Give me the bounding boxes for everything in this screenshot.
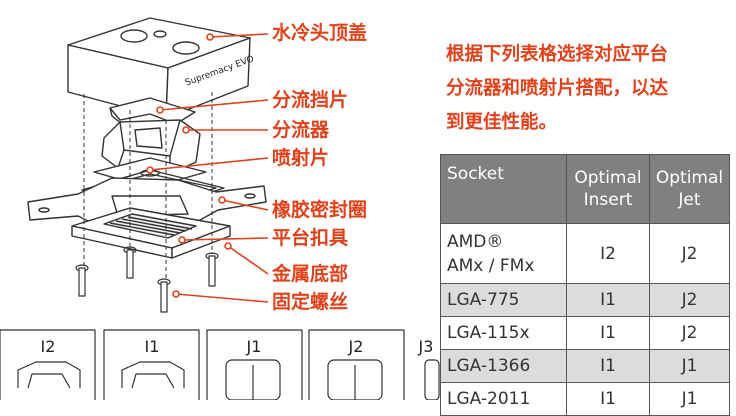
cell-jet: J1 [649, 349, 730, 383]
callout-oring: 橡胶密封圈 [272, 199, 368, 221]
thumb-label: I2 [41, 337, 56, 356]
leader-lines [146, 33, 269, 303]
cell-socket: LGA-1366 [440, 349, 567, 383]
diagram-root: Supremacy EVO [0, 17, 736, 416]
thumb-label: J2 [348, 337, 364, 356]
cell-jet: J2 [649, 316, 730, 350]
thumb-label: J3 [418, 337, 434, 356]
header-socket: Socket [440, 154, 567, 224]
bracket-illustration [27, 177, 267, 233]
callout-base: 金属底部 [272, 263, 349, 285]
cell-insert: I1 [566, 382, 650, 416]
intro-line: 分流器和喷射片搭配，以达 [446, 78, 669, 99]
table-row: LGA-2011 I1 J1 [440, 382, 730, 416]
callout-top-cover: 水冷头顶盖 [272, 22, 368, 44]
alignment-lines [83, 92, 213, 280]
cell-insert: I1 [566, 349, 650, 383]
callout-bracket: 平台扣具 [272, 227, 349, 249]
screws-illustration [75, 246, 219, 313]
cell-insert: I1 [566, 316, 650, 350]
intro-line: 到更佳性能。 [446, 112, 558, 133]
callout-jet-plate: 喷射片 [272, 147, 330, 169]
callout-insert: 分流器 [272, 119, 330, 141]
cell-jet: J2 [649, 283, 730, 317]
part-thumbnails: I2 I1 J1 J2 J3 [0, 329, 440, 400]
thumb-label: J1 [246, 337, 262, 356]
cell-socket: AMD®AMx / FMx [440, 223, 567, 284]
callout-screws: 固定螺丝 [272, 291, 349, 313]
thumb-label: I1 [145, 337, 160, 356]
cell-socket: LGA-2011 [440, 382, 567, 416]
cell-insert: I2 [566, 223, 650, 284]
cell-socket: LGA-775 [440, 283, 567, 317]
table-row: LGA-1366 I1 J1 [440, 349, 730, 383]
cell-jet: J2 [649, 223, 730, 284]
base-illustration [71, 207, 231, 259]
intro-text: 根据下列表格选择对应平台 分流器和喷射片搭配，以达 到更佳性能。 [446, 38, 736, 140]
table-row: LGA-115x I1 J2 [440, 316, 730, 350]
cell-jet: J1 [649, 382, 730, 416]
exploded-view: Supremacy EVO [0, 17, 440, 400]
cell-insert: I1 [566, 283, 650, 317]
cell-socket: LGA-115x [440, 316, 567, 350]
table-row: LGA-775 I1 J2 [440, 283, 730, 317]
intro-line: 根据下列表格选择对应平台 [446, 44, 669, 65]
callout-insert-shield: 分流挡片 [272, 89, 349, 111]
table-row: AMD®AMx / FMx I2 J2 [440, 223, 730, 284]
